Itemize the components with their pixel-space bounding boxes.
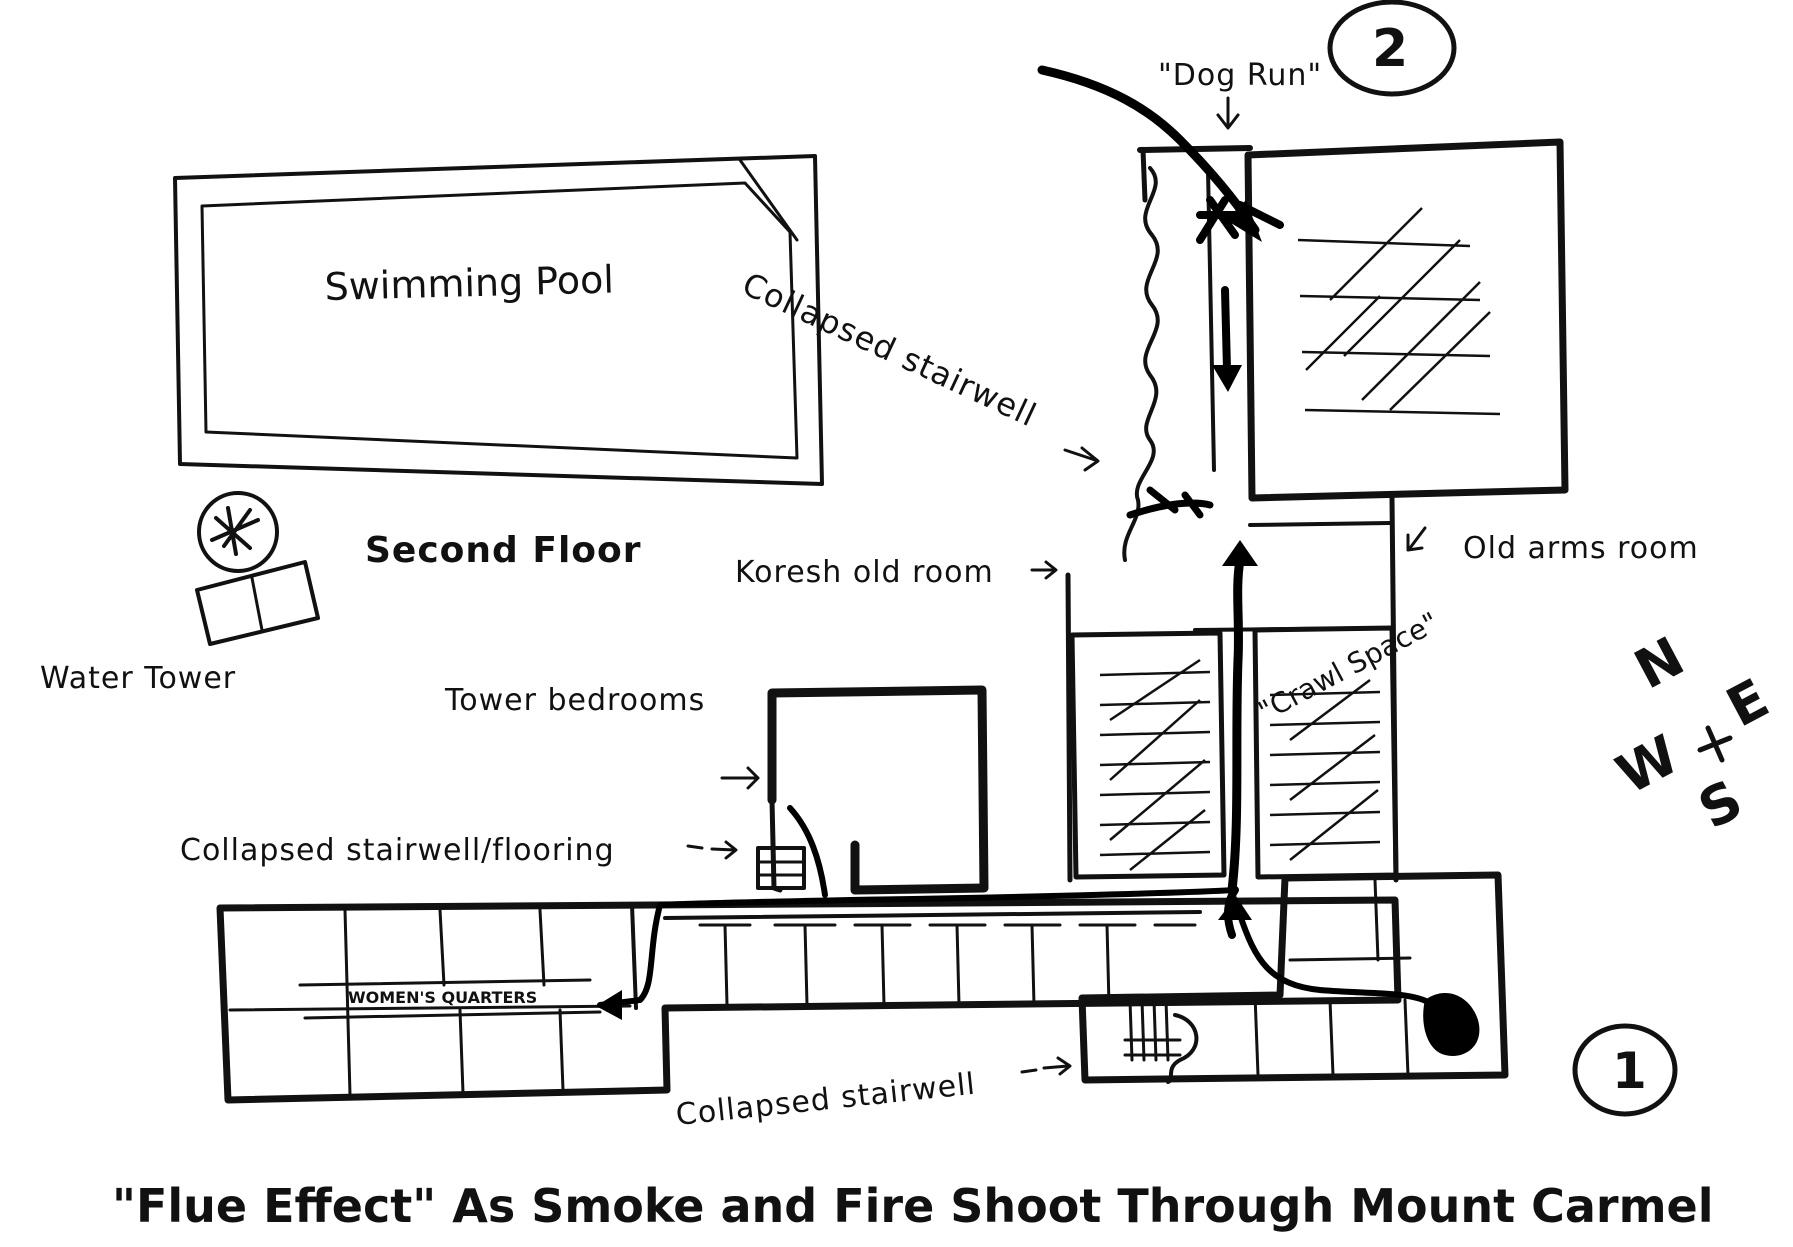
southeast-wing <box>1078 871 1509 1084</box>
smoke-arrow-head <box>1226 200 1262 242</box>
smoke-fire-paths <box>596 65 1480 1056</box>
northeast-room <box>1244 138 1569 502</box>
central-corridor <box>1065 145 1399 883</box>
collapsed-stairwell-steps <box>1123 998 1199 1084</box>
entry-marker-2-label: 2 <box>1372 19 1408 79</box>
diagram-title: "Flue Effect" As Smoke and Fire Shoot Th… <box>112 1179 1714 1233</box>
compass-cross <box>1697 725 1733 763</box>
old-arms-room-arrow <box>1406 526 1427 552</box>
central-west-room <box>1069 630 1227 880</box>
collapsed-stairwell-top-label: Collapsed stairwell <box>737 265 1043 435</box>
tower-bedrooms-label: Tower bedrooms <box>444 683 705 718</box>
smoke-arrow-left-head <box>596 990 622 1020</box>
womens-quarters-wing: WOMEN'S QUARTERS <box>216 896 1402 1104</box>
water-tower-label: Water Tower <box>40 661 236 696</box>
entry-marker-1: 1 <box>1572 1023 1678 1117</box>
tower-bedrooms-arrow <box>720 766 760 790</box>
tower-bedrooms <box>756 685 989 895</box>
northeast-room-hatching <box>1297 207 1501 416</box>
water-tower: Water Tower <box>40 491 320 696</box>
old-arms-room-label: Old arms room <box>1463 531 1699 566</box>
smoke-arrow-up-head <box>1222 540 1258 566</box>
entry-marker-1-label: 1 <box>1612 1042 1647 1100</box>
swimming-pool-label: Swimming Pool <box>324 257 614 309</box>
dog-run-label: "Dog Run" <box>1158 58 1322 93</box>
swimming-pool: Swimming Pool <box>173 154 824 486</box>
compass-east: E <box>1717 667 1779 740</box>
compass-west: W <box>1607 723 1689 807</box>
floor-label: Second Floor <box>365 530 642 571</box>
womens-quarters-label: WOMEN'S QUARTERS <box>348 988 537 1007</box>
compass-north: N <box>1625 625 1694 702</box>
compass-south: S <box>1689 768 1753 842</box>
crawl-space-label: "Crawl Space" <box>1253 606 1444 729</box>
dog-run-arrow <box>1216 96 1240 130</box>
entry-marker-2: 2 <box>1327 0 1457 97</box>
crawl-space-hatching <box>1269 679 1381 861</box>
collapsed-stairwell-top-arrow <box>1063 446 1100 472</box>
collapsed-stairwell-flooring-arrow <box>686 840 738 860</box>
collapsed-stairwell-flooring-label: Collapsed stairwell/flooring <box>180 833 615 868</box>
smoke-arrow-down-head <box>1212 365 1242 392</box>
central-west-room-hatching <box>1099 658 1211 871</box>
annotations: "Dog Run" Collapsed stairwell Koresh old… <box>180 58 1699 1133</box>
koresh-old-room-label: Koresh old room <box>735 555 994 590</box>
compass-rose: N W E S <box>1607 625 1779 842</box>
collapsed-stairwell-bottom-label: Collapsed stairwell <box>674 1067 977 1133</box>
collapsed-stairwell-bottom-arrow <box>1020 1056 1072 1076</box>
koresh-old-room-arrow <box>1030 560 1058 580</box>
cell-dividers <box>698 923 1197 1007</box>
